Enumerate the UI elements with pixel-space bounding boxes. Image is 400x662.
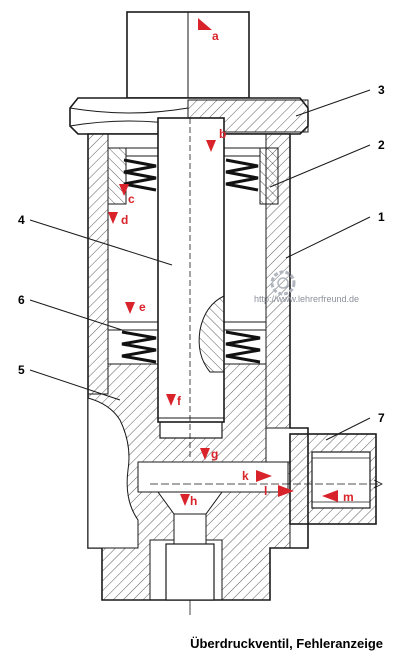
marker-a-arrow <box>198 18 212 30</box>
marker-g-label: g <box>211 447 218 461</box>
part-number-1: 1 <box>378 210 385 224</box>
upper-springs <box>123 158 259 192</box>
watermark-gear-icon <box>270 270 296 296</box>
marker-f-arrow <box>166 394 176 406</box>
part-number-2: 2 <box>378 138 385 152</box>
marker-b-label: b <box>219 127 226 141</box>
marker-a-label: a <box>212 29 219 43</box>
outlet-fitting <box>150 433 383 525</box>
lock-nut <box>69 97 309 135</box>
part-number-5: 5 <box>18 363 25 377</box>
piston-stem <box>157 117 225 460</box>
part-number-7: 7 <box>378 411 385 425</box>
marker-d-label: d <box>121 213 128 227</box>
marker-k-arrow <box>256 470 272 482</box>
marker-g-arrow <box>200 448 210 460</box>
marker-l-arrow <box>278 485 294 497</box>
watermark-text: http://www.lehrerfreund.de <box>254 294 359 304</box>
leader-lines <box>29 89 371 441</box>
part-number-6: 6 <box>18 293 25 307</box>
marker-m-label: m <box>343 490 354 504</box>
part-number-4: 4 <box>18 213 25 227</box>
part-numbers: 3 2 1 4 6 5 7 <box>18 83 385 425</box>
marker-k-label: k <box>242 469 249 483</box>
markers: a b c d e f g h k l m <box>108 18 354 508</box>
marker-l-label: l <box>264 484 267 498</box>
lower-springs <box>121 330 261 364</box>
marker-b-arrow <box>206 140 216 152</box>
marker-m-arrow <box>322 490 338 502</box>
marker-e-arrow <box>125 302 135 314</box>
marker-h-label: h <box>190 494 197 508</box>
marker-c-label: c <box>128 192 135 206</box>
marker-e-label: e <box>139 300 146 314</box>
marker-c-arrow <box>119 184 129 196</box>
marker-f-label: f <box>177 394 182 408</box>
top-cap <box>126 11 250 99</box>
marker-h-arrow <box>180 494 190 506</box>
part-number-3: 3 <box>378 83 385 97</box>
marker-d-arrow <box>108 212 118 224</box>
diagram-caption: Überdruckventil, Fehleranzeige <box>190 636 383 651</box>
